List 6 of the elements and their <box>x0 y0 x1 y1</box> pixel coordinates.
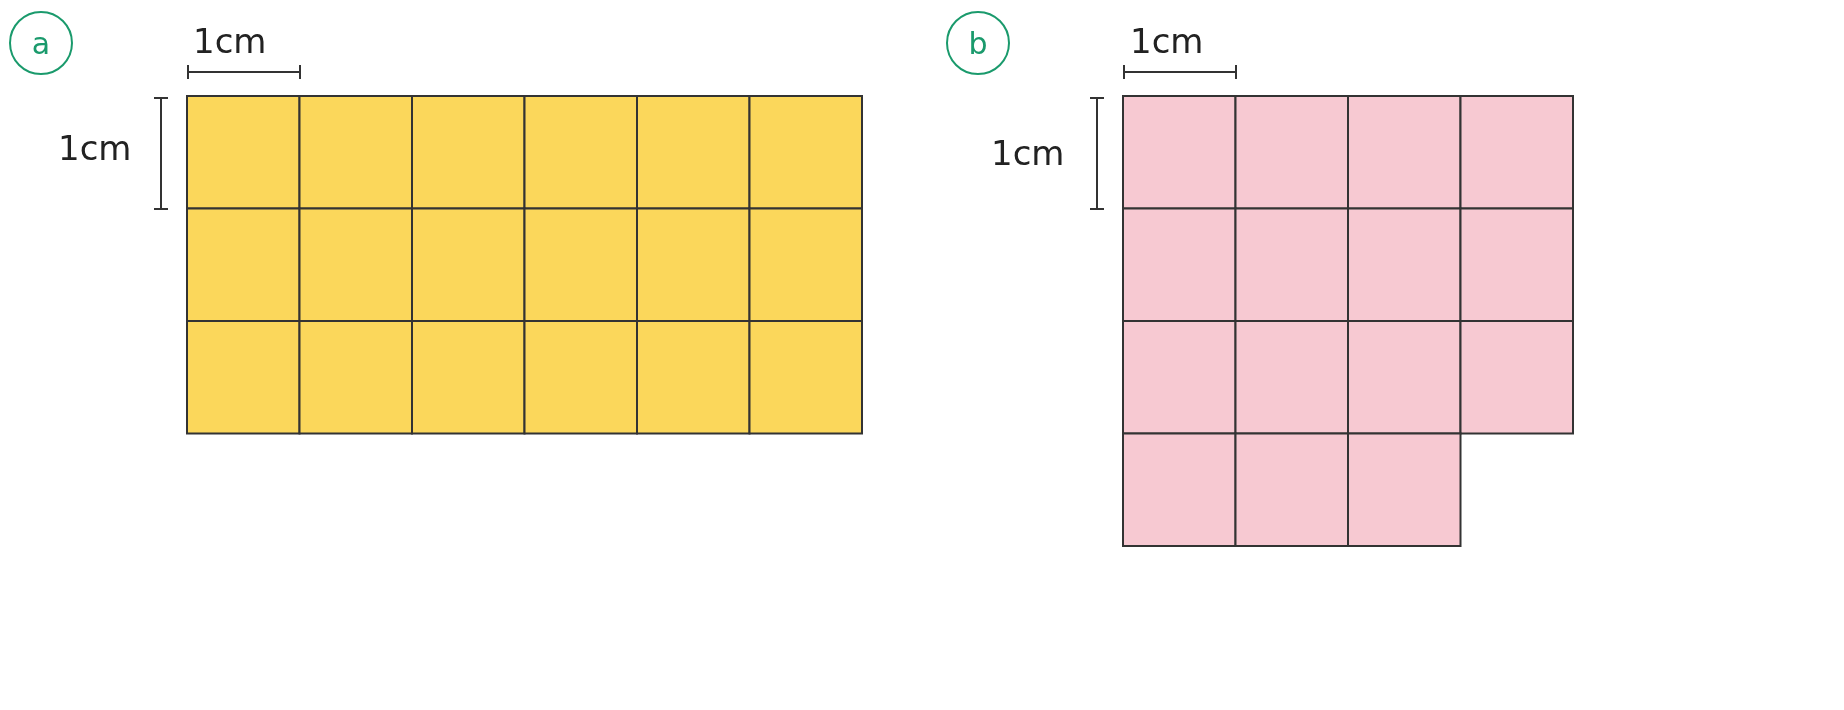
dimension-label: 1cm <box>58 131 132 165</box>
letter-circle: b <box>946 11 1010 75</box>
dimension-label: 1cm <box>1130 24 1204 58</box>
dimension-label: 1cm <box>193 24 267 58</box>
letter-circle: a <box>9 11 73 75</box>
dimension-label: 1cm <box>991 136 1065 170</box>
